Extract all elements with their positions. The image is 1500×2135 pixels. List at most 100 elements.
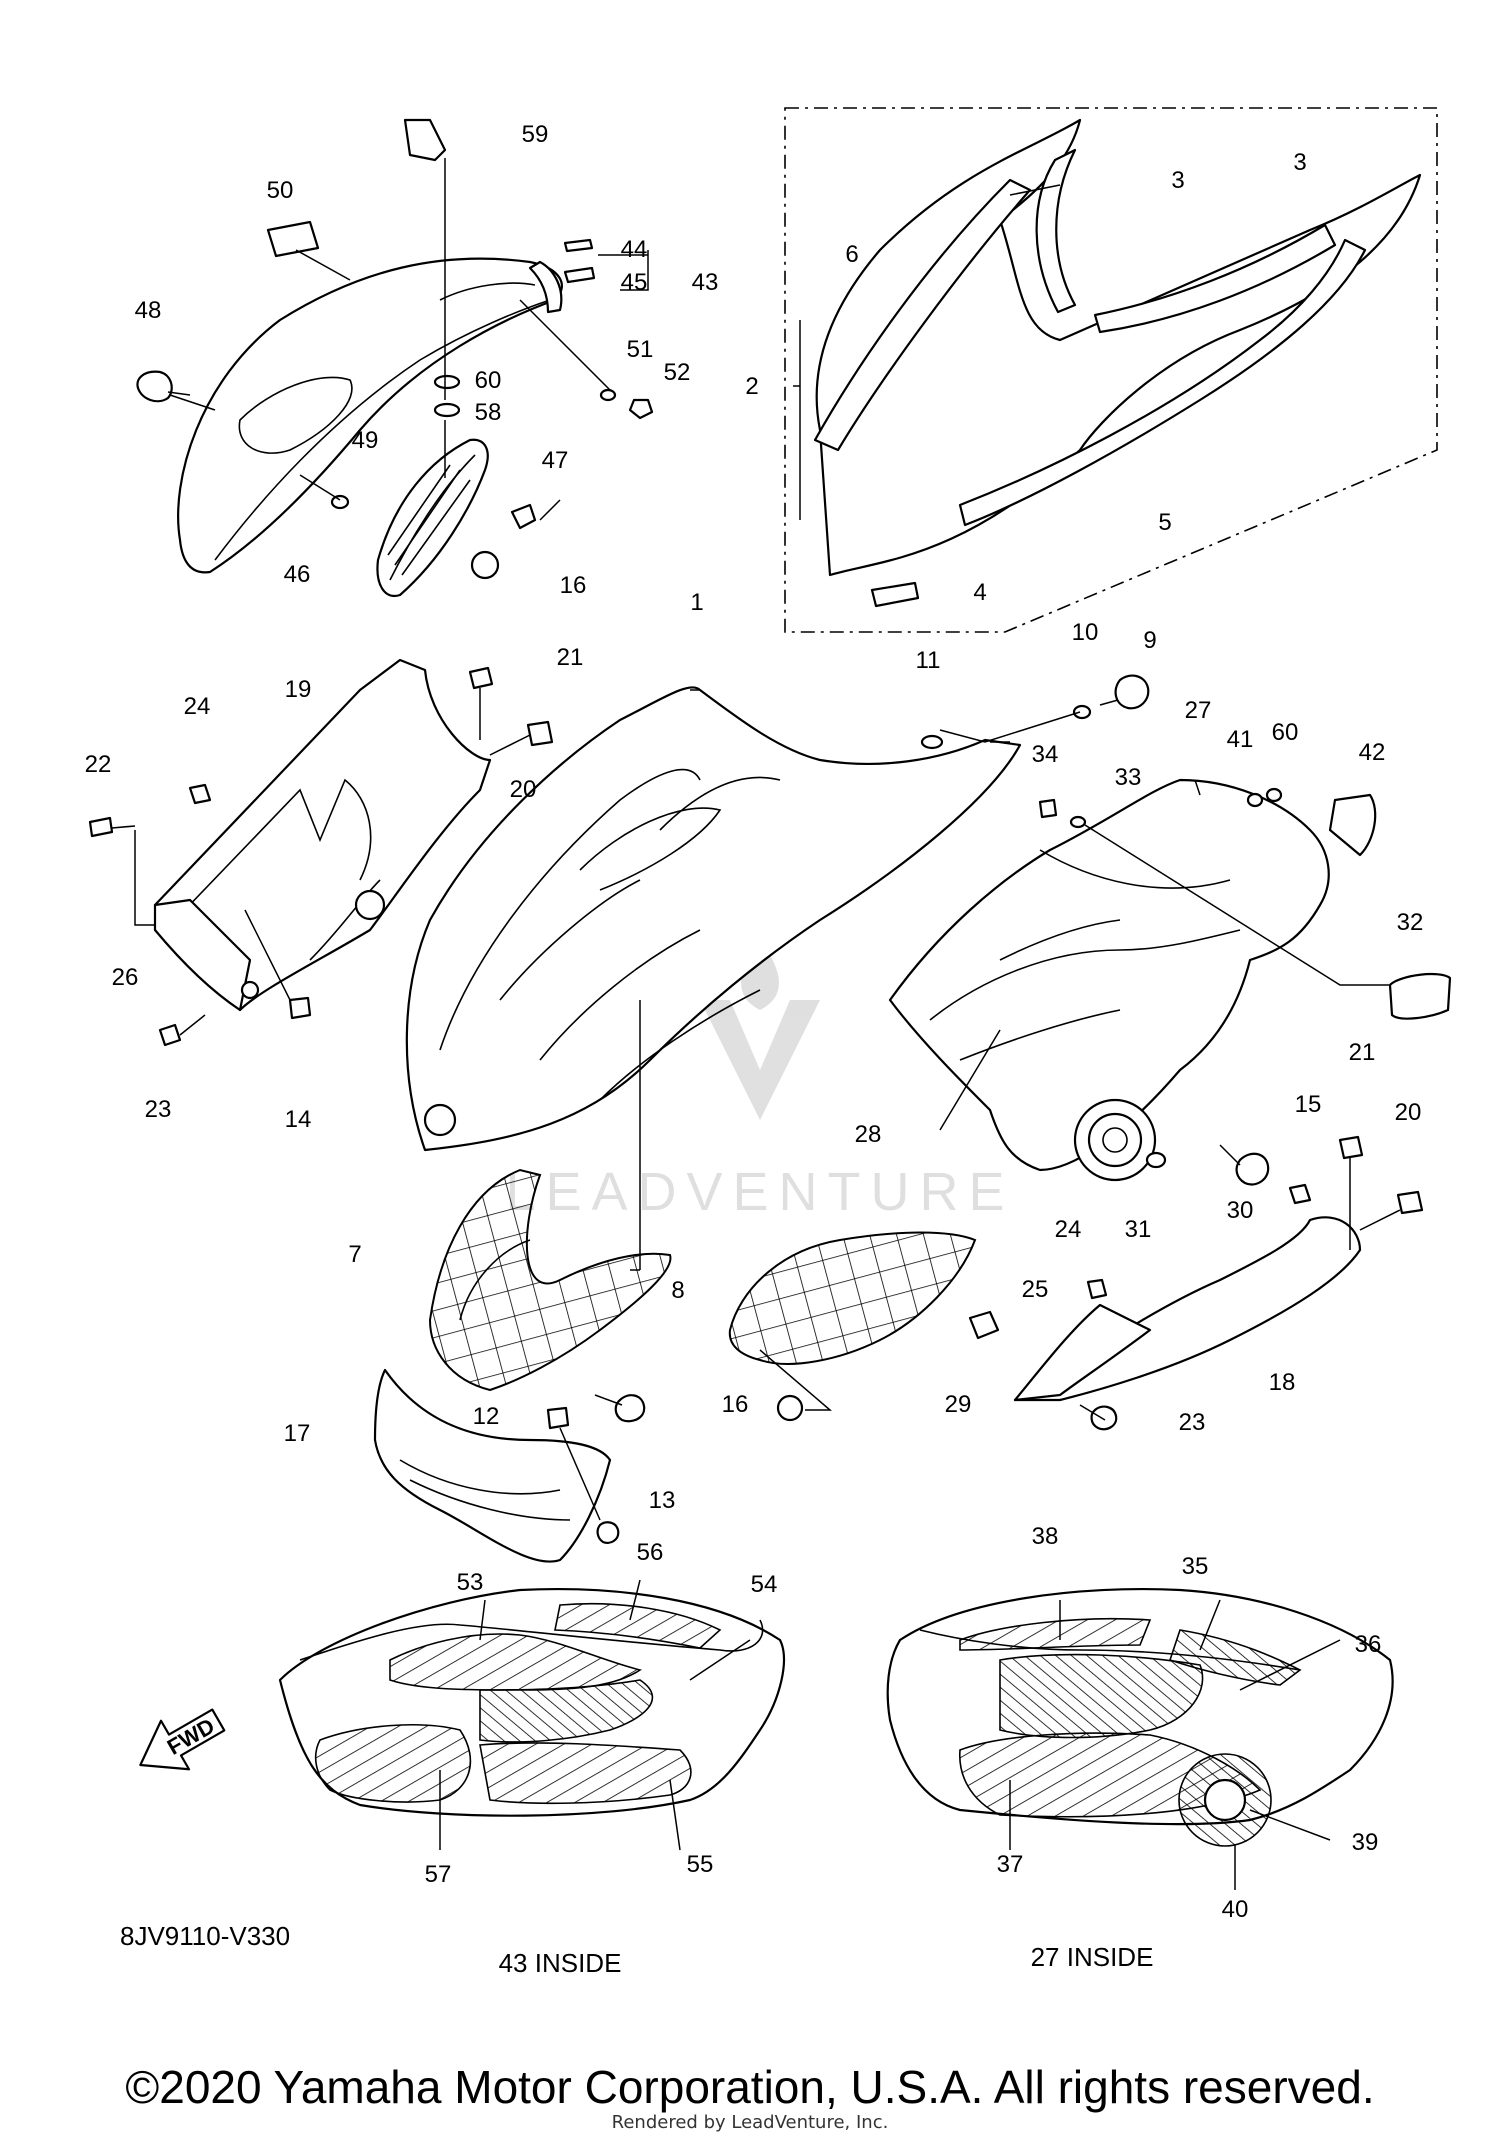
screw-23a	[158, 1023, 182, 1047]
callout-11: 11	[916, 647, 941, 674]
screw-21b	[1338, 1135, 1364, 1160]
watermark-text: LEADVENTURE	[505, 1162, 1014, 1222]
callout-59: 59	[522, 121, 549, 148]
callout-42: 42	[1359, 739, 1386, 766]
grommet-16a	[470, 550, 500, 580]
callout-2: 2	[745, 373, 758, 400]
callout-18: 18	[1269, 1369, 1296, 1396]
callout-29: 29	[945, 1391, 972, 1418]
under-cowl-17	[373, 1368, 612, 1563]
callout-9: 9	[1143, 627, 1156, 654]
clip-24b	[1086, 1278, 1108, 1300]
callout-38: 38	[1032, 1523, 1059, 1550]
callout-40: 40	[1222, 1896, 1249, 1923]
callout-31: 31	[1125, 1216, 1152, 1243]
callout-14: 14	[285, 1106, 312, 1133]
callout-37: 37	[997, 1851, 1024, 1878]
washer-60a	[433, 374, 461, 390]
callout-16b: 16	[722, 1391, 749, 1418]
clip-59	[403, 118, 447, 162]
callout-45: 45	[621, 269, 648, 296]
bolt-48	[136, 370, 173, 403]
decal-44	[563, 238, 594, 253]
callout-28: 28	[855, 1121, 882, 1148]
callout-33: 33	[1115, 764, 1142, 791]
callout-36: 36	[1355, 1631, 1382, 1658]
decal-45	[563, 266, 596, 284]
callout-55: 55	[687, 1851, 714, 1878]
callout-22: 22	[85, 751, 112, 778]
nut-34	[1038, 798, 1058, 819]
screw-13	[596, 1521, 620, 1544]
inside-view-27	[886, 1587, 1394, 1890]
callout-21a: 21	[557, 644, 584, 671]
screw-21a	[468, 666, 494, 690]
fwd-arrow-icon: FWD	[139, 1708, 226, 1771]
callout-5: 5	[1158, 509, 1171, 536]
callout-6: 6	[845, 241, 858, 268]
callout-1: 1	[690, 589, 703, 616]
decal-strip-3b	[1093, 223, 1337, 334]
callout-35: 35	[1182, 1553, 1209, 1580]
callout-8: 8	[671, 1277, 684, 1304]
washer-11	[920, 734, 944, 750]
callout-3b: 3	[1293, 149, 1306, 176]
callout-10: 10	[1072, 619, 1099, 646]
callout-52: 52	[664, 359, 691, 386]
callout-44: 44	[621, 236, 648, 263]
clip-47	[510, 503, 537, 530]
copyright-notice: ©2020 Yamaha Motor Corporation, U.S.A. A…	[125, 2061, 1375, 2113]
bolt-8	[614, 1394, 646, 1423]
washer-60b	[1265, 787, 1283, 803]
part-code-label: 8JV9110-V330	[120, 1921, 290, 1951]
callout-34: 34	[1032, 741, 1059, 768]
callout-25: 25	[1022, 1276, 1049, 1303]
callout-30: 30	[1227, 1197, 1254, 1224]
callout-20a: 20	[510, 776, 537, 803]
callout-60b: 60	[1272, 719, 1299, 746]
left-side-panel	[88, 658, 554, 1047]
side-cowl-27	[888, 778, 1330, 1172]
washer-51	[599, 388, 617, 402]
decal-tag-4	[870, 581, 920, 608]
callout-24b: 24	[1055, 1216, 1082, 1243]
decal-strip-6	[813, 178, 1032, 452]
callout-46: 46	[284, 561, 311, 588]
grille-28	[728, 1231, 977, 1365]
callout-51: 51	[627, 336, 654, 363]
washer-31	[1145, 1151, 1167, 1169]
washer-33	[1069, 815, 1087, 829]
main-cowl-1	[405, 686, 1022, 1152]
callout-54: 54	[751, 1571, 778, 1598]
callout-27: 27	[1185, 697, 1212, 724]
callout-56: 56	[637, 1539, 664, 1566]
side-panel-26	[153, 898, 252, 1012]
grommet-16b	[776, 1394, 804, 1422]
callout-labels: 1 2 3 3 4 5 6 7 8 9 10 11 12 13 14 15 16…	[85, 121, 1424, 1923]
callout-26: 26	[112, 964, 139, 991]
inside-43-caption: 43 INSIDE	[499, 1948, 622, 1978]
nut-20b	[1396, 1190, 1424, 1215]
front-cowl-assy	[136, 118, 654, 598]
clip-14	[288, 996, 312, 1020]
decal-set-group	[784, 107, 1438, 633]
decal-strip-5	[958, 238, 1367, 527]
bolt-30	[1235, 1152, 1270, 1186]
inside-view-43	[278, 1579, 785, 1851]
callout-23b: 23	[1179, 1409, 1206, 1436]
callout-49: 49	[352, 427, 379, 454]
washer-41	[1246, 792, 1264, 808]
callout-53: 53	[457, 1569, 484, 1596]
callout-43: 43	[692, 269, 719, 296]
screw-23b	[1090, 1405, 1118, 1431]
callout-23a: 23	[145, 1096, 172, 1123]
callout-41: 41	[1227, 726, 1254, 753]
washer-10	[1072, 704, 1092, 720]
front-cowl-tip	[528, 260, 563, 314]
callout-4: 4	[973, 579, 986, 606]
callout-24a: 24	[184, 693, 211, 720]
clip-24a	[188, 783, 212, 805]
lower-panel-25	[1013, 1303, 1152, 1402]
cover-42	[1328, 793, 1377, 857]
